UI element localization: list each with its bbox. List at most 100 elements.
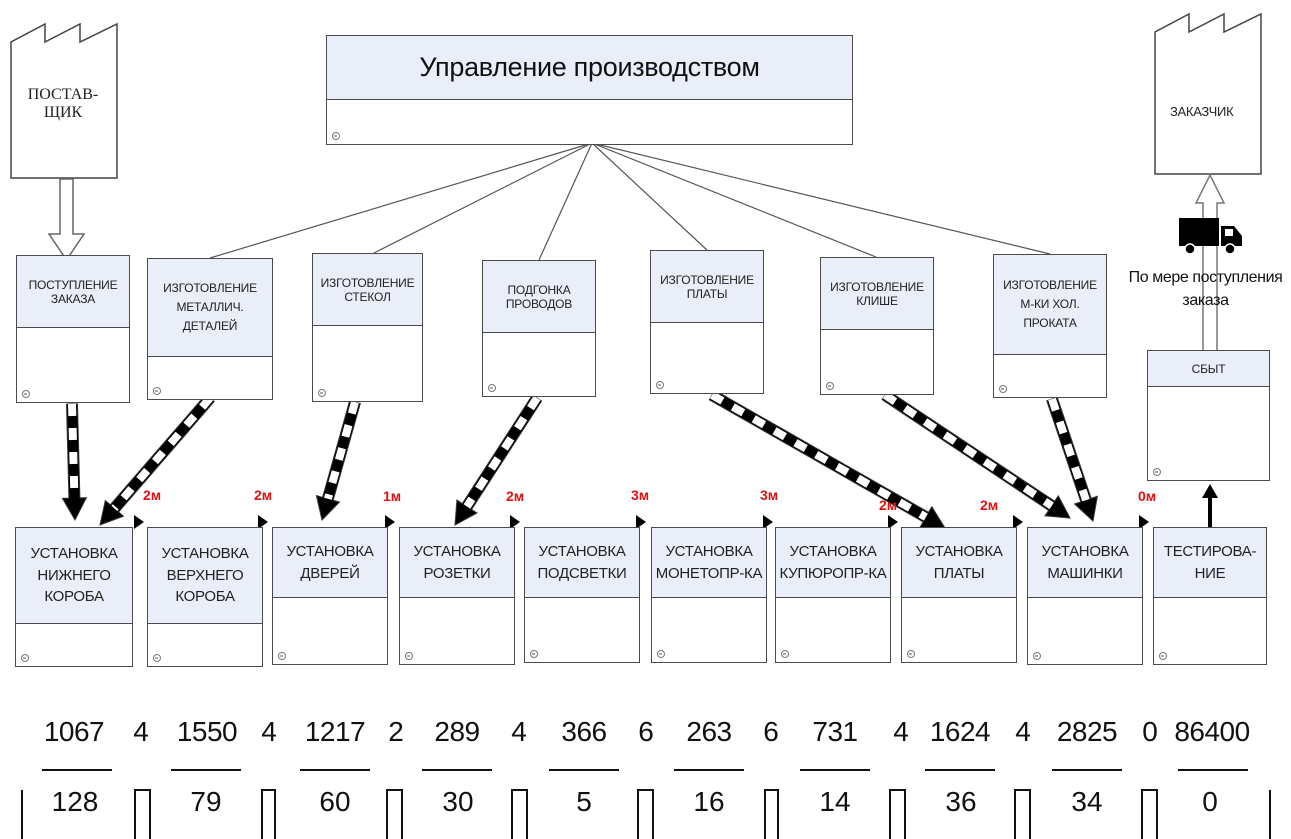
timeline-process-time: 36: [945, 786, 977, 817]
inventory-delay-label: 2м: [254, 487, 273, 503]
push-arrow-stripe: [152, 449, 166, 465]
timeline-cycle-time: 86400: [1174, 716, 1250, 747]
timeline-process-time: 0: [1202, 786, 1218, 817]
timeline-divider: [1052, 769, 1122, 771]
info-icon: [530, 650, 538, 658]
operation-label: УСТАНОВКА ДВЕРЕЙ: [273, 528, 387, 598]
inventory-delay-label: 2м: [879, 497, 898, 513]
flow-arrow: [510, 515, 520, 529]
flow-arrow: [763, 515, 773, 529]
flow-arrow: [1013, 515, 1023, 529]
supplier-process-cold-rolled: ИЗГОТОВЛЕНИЕ М-КИ ХОЛ. ПРОКАТА: [993, 254, 1107, 398]
push-arrow-stripe: [69, 475, 79, 489]
sales-label: СБЫТ: [1148, 351, 1269, 387]
push-arrow-stripe: [328, 470, 340, 484]
operation-label: УСТАНОВКА ПОДСВЕТКИ: [525, 528, 639, 598]
timeline-cycle-time: 1217: [304, 716, 366, 747]
operation-doors: УСТАНОВКА ДВЕРЕЙ: [272, 527, 388, 665]
timeline-cycle-time: 289: [434, 716, 480, 747]
push-arrow-stripe: [167, 431, 182, 446]
info-icon: [22, 390, 30, 398]
inventory-delay-label: 2м: [143, 487, 162, 503]
push-arrow-stripe: [918, 510, 928, 521]
push-arrow-body: [315, 399, 361, 522]
operation-label: УСТАНОВКА НИЖНЕГО КОРОБА: [16, 528, 132, 624]
push-arrow-stripe: [962, 444, 978, 459]
sales-process: СБЫТ: [1147, 350, 1270, 481]
supplier-process-order-intake: ПОСТУПЛЕНИЕ ЗАКАЗА: [16, 255, 130, 403]
timeline-process-time: 30: [442, 786, 474, 817]
info-icon: [1153, 468, 1161, 476]
flow-arrow: [385, 515, 395, 529]
inventory-delay-label: 0м: [1138, 488, 1157, 504]
production-control-title: Управление производством: [327, 36, 852, 100]
customer-factory-icon: [1154, 12, 1262, 175]
timeline-process-time: 14: [819, 786, 851, 817]
info-flow-line: [209, 142, 593, 259]
operation-mechanism: УСТАНОВКА МАШИНКИ: [1027, 527, 1143, 665]
info-icon: [278, 652, 286, 660]
supplier-process-label: ИЗГОТОВЛЕНИЕ КЛИШЕ: [821, 258, 933, 330]
push-arrow-stripe: [1022, 484, 1038, 498]
timeline-wait-time: 4: [511, 716, 527, 747]
push-arrow-stripe: [942, 431, 958, 445]
operation-label: УСТАНОВКА МАШИНКИ: [1028, 528, 1142, 598]
info-flow-line: [373, 142, 593, 254]
timeline-wait-time: 6: [638, 716, 654, 747]
info-flow-line: [591, 142, 877, 258]
flow-arrow: [1139, 515, 1149, 529]
info-icon: [332, 132, 340, 140]
supplier-process-pcb: ИЗГОТОВЛЕНИЕ ПЛАТЫ: [650, 250, 764, 394]
supplier-process-label: ПОСТУПЛЕНИЕ ЗАКАЗА: [17, 256, 129, 328]
push-arrow-stripe: [111, 504, 119, 511]
operation-socket: УСТАНОВКА РОЗЕТКИ: [399, 527, 515, 665]
info-flow-line: [591, 142, 708, 251]
info-icon: [907, 650, 915, 658]
production-control-box: Управление производством: [326, 35, 853, 145]
push-arrow-stripe: [982, 458, 998, 472]
push-arrow-stripe: [1063, 443, 1075, 458]
operation-label: УСТАНОВКА РОЗЕТКИ: [400, 528, 514, 598]
supplier-factory-icon: [10, 22, 118, 179]
timeline-divider: [422, 769, 492, 771]
supplier-shipment-arrow: [47, 178, 86, 262]
push-arrow: [99, 393, 215, 526]
push-arrow-stripe: [68, 427, 77, 441]
timeline-cycle-time: 1067: [43, 716, 105, 747]
info-flow-line: [591, 142, 1051, 255]
push-arrow: [881, 389, 1071, 519]
push-arrow-stripe: [710, 391, 725, 405]
timeline-process-time: 60: [319, 786, 351, 817]
info-flow-line: [538, 142, 593, 261]
info-icon: [826, 382, 834, 390]
info-icon: [488, 384, 496, 392]
to-sales-arrow-head: [1202, 484, 1218, 498]
push-arrow-stripe: [751, 415, 767, 429]
timeline-cycle-time: 1624: [929, 716, 991, 747]
supplier-process-label: ИЗГОТОВЛЕНИЕ МЕТАЛЛИЧ. ДЕТАЛЕЙ: [148, 259, 272, 357]
push-arrow-stripe: [527, 395, 541, 411]
push-arrow-stripe: [120, 486, 135, 501]
timeline-cycle-time: 2825: [1056, 716, 1118, 747]
push-arrow-stripe: [68, 403, 77, 417]
supplier-process-glass: ИЗГОТОВЛЕНИЕ СТЕКОЛ: [312, 253, 423, 402]
timeline-divider: [42, 769, 112, 771]
push-arrow-stripe: [136, 467, 151, 483]
supplier-process-plates: ИЗГОТОВЛЕНИЕ КЛИШЕ: [820, 257, 934, 395]
push-arrow-stripe: [335, 447, 346, 461]
inventory-delay-label: 2м: [980, 497, 999, 513]
timeline-divider: [800, 769, 870, 771]
inventory-delay-label: 2м: [506, 488, 525, 504]
push-arrow-stripe: [814, 451, 829, 464]
timeline-wait-time: 2: [388, 716, 404, 747]
supplier-process-label: ИЗГОТОВЛЕНИЕ ПЛАТЫ: [651, 251, 763, 323]
timeline-divider: [549, 769, 619, 771]
push-arrow-stripe: [1042, 498, 1054, 510]
inventory-delay-label: 1м: [383, 488, 402, 504]
push-arrow-stripe: [876, 486, 892, 500]
push-arrow: [61, 403, 88, 522]
operation-label: УСТАНОВКА ВЕРХНЕГО КОРОБА: [148, 528, 262, 624]
push-arrow-stripe: [183, 413, 198, 428]
push-arrow-stripe: [902, 405, 918, 419]
push-arrow-stripe: [897, 498, 912, 512]
